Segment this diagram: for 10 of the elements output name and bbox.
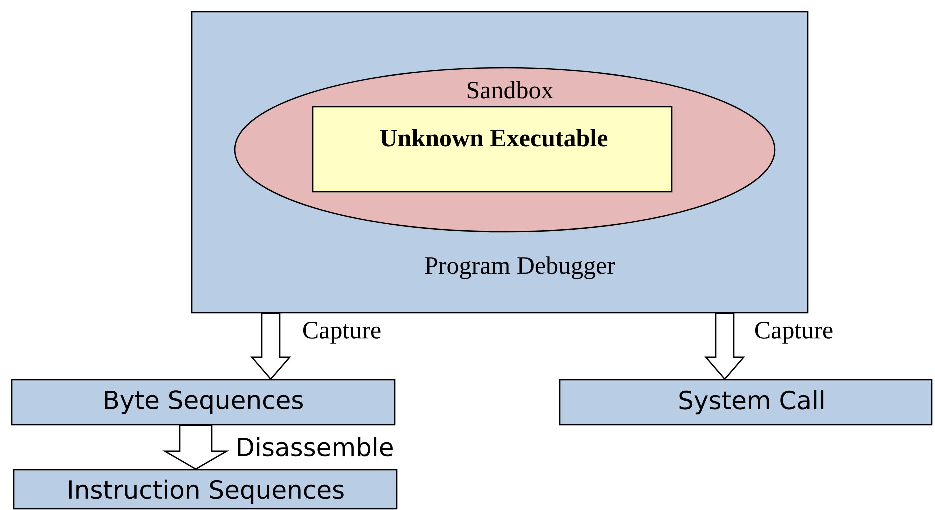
block-arrow: [162, 425, 230, 470]
edge-label: Disassemble: [238, 437, 393, 457]
block-arrow: [704, 313, 746, 380]
process-box: Instruction Sequences: [13, 469, 398, 510]
process-box: System Call: [559, 379, 933, 426]
executable-box: Unknown Executable: [312, 106, 673, 193]
edge-label: Capture: [755, 322, 833, 344]
block-arrow: [250, 313, 292, 380]
process-box: Byte Sequences: [11, 379, 396, 426]
edge-label: Capture: [303, 322, 381, 344]
